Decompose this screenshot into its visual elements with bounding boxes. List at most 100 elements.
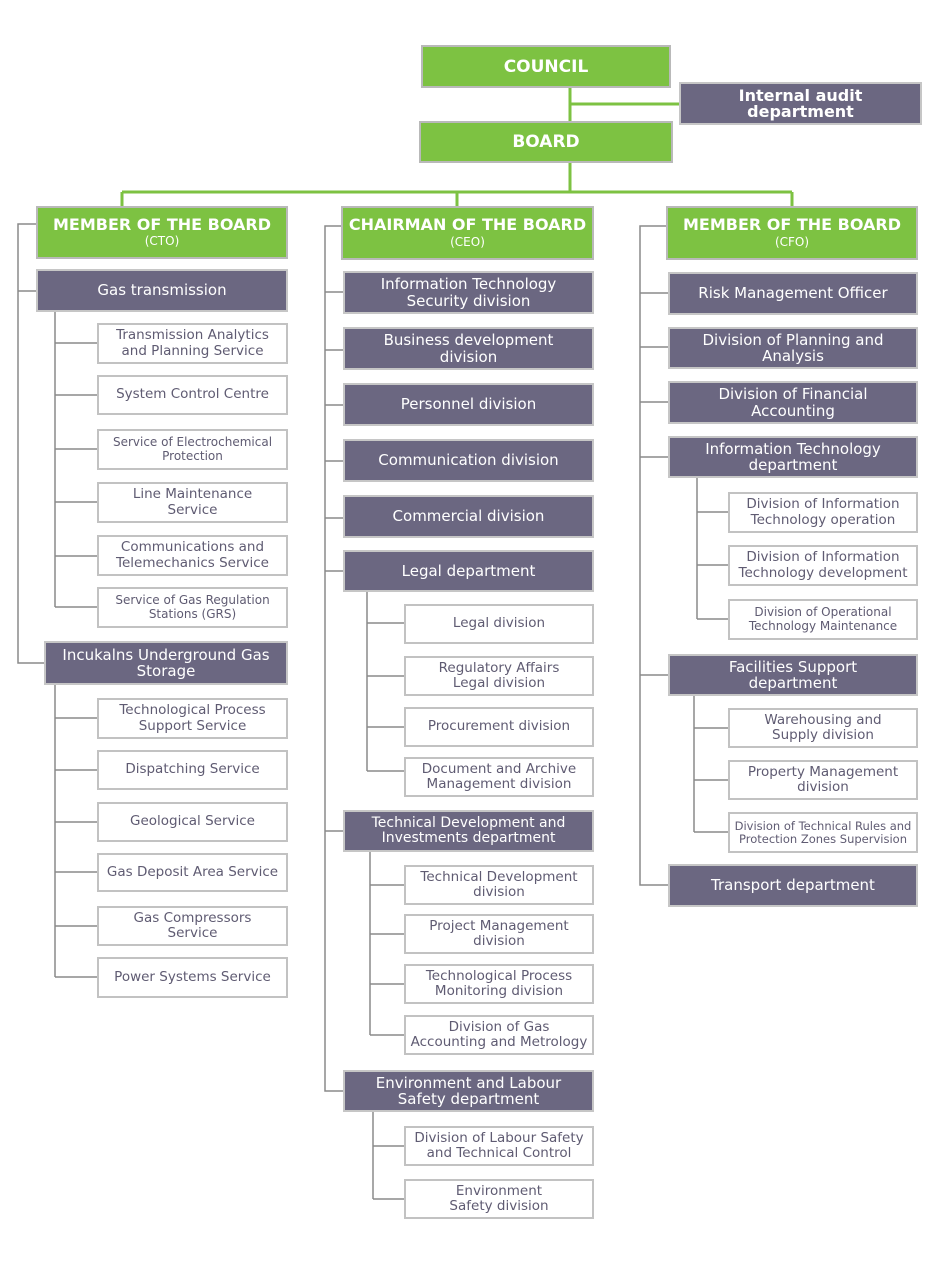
item-label: Procurement division xyxy=(427,718,571,735)
item-label: Service of Electrochemical Protection xyxy=(112,435,273,463)
cto-item: Geological Service xyxy=(97,802,288,842)
cto-dept-gas-transmission: Gas transmission xyxy=(36,269,288,312)
dept-label: Transport department xyxy=(711,876,875,895)
cfo-dept-it: Information Technology department xyxy=(668,436,918,478)
ceo-dept-environment: Environment and Labour Safety department xyxy=(343,1070,594,1112)
item-label: Legal division xyxy=(452,615,546,632)
cto-item: Technological Process Support Service xyxy=(97,698,288,739)
cfo-item: Division of Operational Technology Maint… xyxy=(728,599,918,640)
division-label: Communication division xyxy=(378,451,559,470)
ceo-division: Personnel division xyxy=(343,383,594,426)
ceo-dept-technical: Technical Development and Investments de… xyxy=(343,810,594,852)
ceo-division: Information Technology Security division xyxy=(343,271,594,314)
dept-label: Information Technology department xyxy=(705,439,881,474)
cto-item: Communications and Telemechanics Service xyxy=(97,535,288,576)
item-label: Transmission Analytics and Planning Serv… xyxy=(116,327,269,359)
cfo-dept-facilities: Facilities Support department xyxy=(668,654,918,696)
item-label: Gas Deposit Area Service xyxy=(106,863,279,880)
ceo-division: Communication division xyxy=(343,439,594,482)
cfo-item: Warehousing and Supply division xyxy=(728,708,918,748)
item-label: Communications and Telemechanics Service xyxy=(116,539,269,571)
division-label: Personnel division xyxy=(400,395,537,414)
item-label: Technological Process Support Service xyxy=(119,702,266,734)
cto-item: Power Systems Service xyxy=(97,957,288,998)
unit-label: Risk Management Officer xyxy=(698,284,888,303)
item-label: Service of Gas Regulation Stations (GRS) xyxy=(115,593,270,621)
item-label: Division of Information Technology devel… xyxy=(738,549,908,581)
item-label: System Control Centre xyxy=(116,386,269,403)
cto-dept-incukalns: Incukalns Underground Gas Storage xyxy=(44,641,288,685)
ceo-item: Environment Safety division xyxy=(404,1179,594,1219)
unit-label: Division of Planning and Analysis xyxy=(702,330,884,365)
dept-label: Technical Development and Investments de… xyxy=(371,814,566,846)
cfo-header: MEMBER OF THE BOARD (CFO) xyxy=(666,206,918,260)
cto-item: Dispatching Service xyxy=(97,750,288,790)
item-label: Division of Labour Safety and Technical … xyxy=(414,1129,584,1161)
cfo-item: Property Management division xyxy=(728,760,918,800)
unit-label: Division of Financial Accounting xyxy=(718,385,868,420)
ceo-item: Technical Development division xyxy=(404,865,594,905)
item-label: Technological Process Monitoring divisio… xyxy=(425,967,573,999)
item-label: Line Maintenance Service xyxy=(132,486,253,518)
item-label: Division of Information Technology opera… xyxy=(746,496,900,528)
item-label: Dispatching Service xyxy=(125,761,260,778)
item-label: Division of Technical Rules and Protecti… xyxy=(734,818,912,846)
cto-item: Transmission Analytics and Planning Serv… xyxy=(97,323,288,364)
ceo-division: Business development division xyxy=(343,327,594,370)
cto-role: (CTO) xyxy=(144,234,180,249)
item-label: Division of Operational Technology Maint… xyxy=(748,605,898,633)
ceo-item: Division of Gas Accounting and Metrology xyxy=(404,1015,594,1055)
item-label: Power Systems Service xyxy=(114,968,271,985)
ceo-item: Regulatory Affairs Legal division xyxy=(404,656,594,696)
item-label: Division of Gas Accounting and Metrology xyxy=(410,1018,588,1050)
item-label: Project Management division xyxy=(429,917,569,949)
council-label: COUNCIL xyxy=(503,56,589,77)
internal-audit-box: Internal audit department xyxy=(679,82,922,125)
item-label: Environment Safety division xyxy=(449,1182,549,1214)
cto-header: MEMBER OF THE BOARD (CTO) xyxy=(36,206,288,259)
cto-item: Gas Deposit Area Service xyxy=(97,853,288,892)
dept-label: Incukalns Underground Gas Storage xyxy=(62,645,270,680)
ceo-title: CHAIRMAN OF THE BOARD xyxy=(348,215,587,235)
dept-label: Facilities Support department xyxy=(728,657,858,692)
cfo-role: (CFO) xyxy=(774,234,810,249)
item-label: Warehousing and Supply division xyxy=(764,711,882,743)
cto-item: System Control Centre xyxy=(97,375,288,415)
board-label: BOARD xyxy=(512,132,580,152)
council-box: COUNCIL xyxy=(421,45,671,88)
cto-item: Gas Compressors Service xyxy=(97,906,288,946)
item-label: Geological Service xyxy=(130,813,255,830)
ceo-item: Document and Archive Management division xyxy=(404,757,594,797)
ceo-item: Procurement division xyxy=(404,707,594,747)
board-box: BOARD xyxy=(419,121,673,163)
ceo-division: Commercial division xyxy=(343,495,594,538)
item-label: Regulatory Affairs Legal division xyxy=(438,659,560,691)
ceo-dept-legal: Legal department xyxy=(343,550,594,592)
cto-title: MEMBER OF THE BOARD xyxy=(52,214,272,234)
cto-item: Service of Gas Regulation Stations (GRS) xyxy=(97,587,288,628)
cfo-item: Division of Information Technology opera… xyxy=(728,492,918,533)
ceo-header: CHAIRMAN OF THE BOARD (CEO) xyxy=(341,206,594,260)
ceo-role: (CEO) xyxy=(450,234,485,249)
dept-label: Environment and Labour Safety department xyxy=(375,1073,562,1108)
ceo-item: Project Management division xyxy=(404,914,594,954)
cto-item: Line Maintenance Service xyxy=(97,482,288,523)
ceo-item: Legal division xyxy=(404,604,594,644)
cfo-unit: Division of Financial Accounting xyxy=(668,381,918,424)
dept-label: Legal department xyxy=(401,561,536,580)
ceo-item: Division of Labour Safety and Technical … xyxy=(404,1126,594,1166)
cto-item: Service of Electrochemical Protection xyxy=(97,429,288,470)
cfo-dept-transport: Transport department xyxy=(668,864,918,907)
cfo-item: Division of Information Technology devel… xyxy=(728,545,918,586)
cfo-title: MEMBER OF THE BOARD xyxy=(682,215,902,235)
division-label: Commercial division xyxy=(392,507,545,526)
item-label: Gas Compressors Service xyxy=(133,909,252,941)
cfo-unit: Division of Planning and Analysis xyxy=(668,327,918,369)
cfo-unit: Risk Management Officer xyxy=(668,272,918,315)
internal-audit-label: Internal audit department xyxy=(738,85,863,121)
item-label: Property Management division xyxy=(747,763,899,795)
dept-label: Gas transmission xyxy=(97,281,227,300)
cfo-item: Division of Technical Rules and Protecti… xyxy=(728,812,918,853)
item-label: Technical Development division xyxy=(420,868,578,900)
